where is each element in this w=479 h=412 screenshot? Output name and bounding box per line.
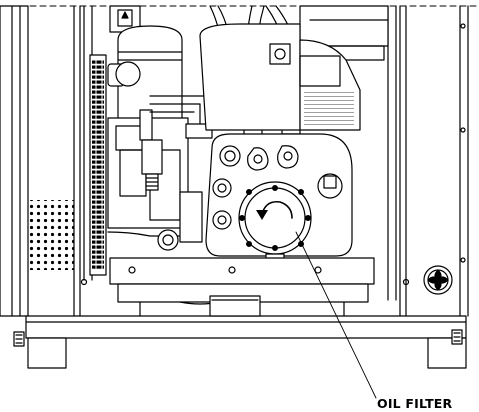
left-components	[107, 25, 213, 251]
port-upper-left	[219, 145, 241, 167]
inner-frame	[83, 5, 397, 301]
port-lower-left	[212, 210, 232, 230]
rotation-arrow-icon	[261, 200, 293, 219]
port-mid-left	[212, 178, 232, 198]
oil-filter-callout-label: OIL FILTER	[377, 396, 453, 411]
motor-block	[199, 23, 361, 131]
pump-housing	[205, 133, 353, 265]
cabinet-frame	[0, 5, 469, 369]
left-perforated-grille	[28, 200, 74, 270]
callout-leader-line	[295, 231, 377, 399]
fan-symbol	[423, 265, 453, 295]
base-plate	[80, 257, 410, 317]
